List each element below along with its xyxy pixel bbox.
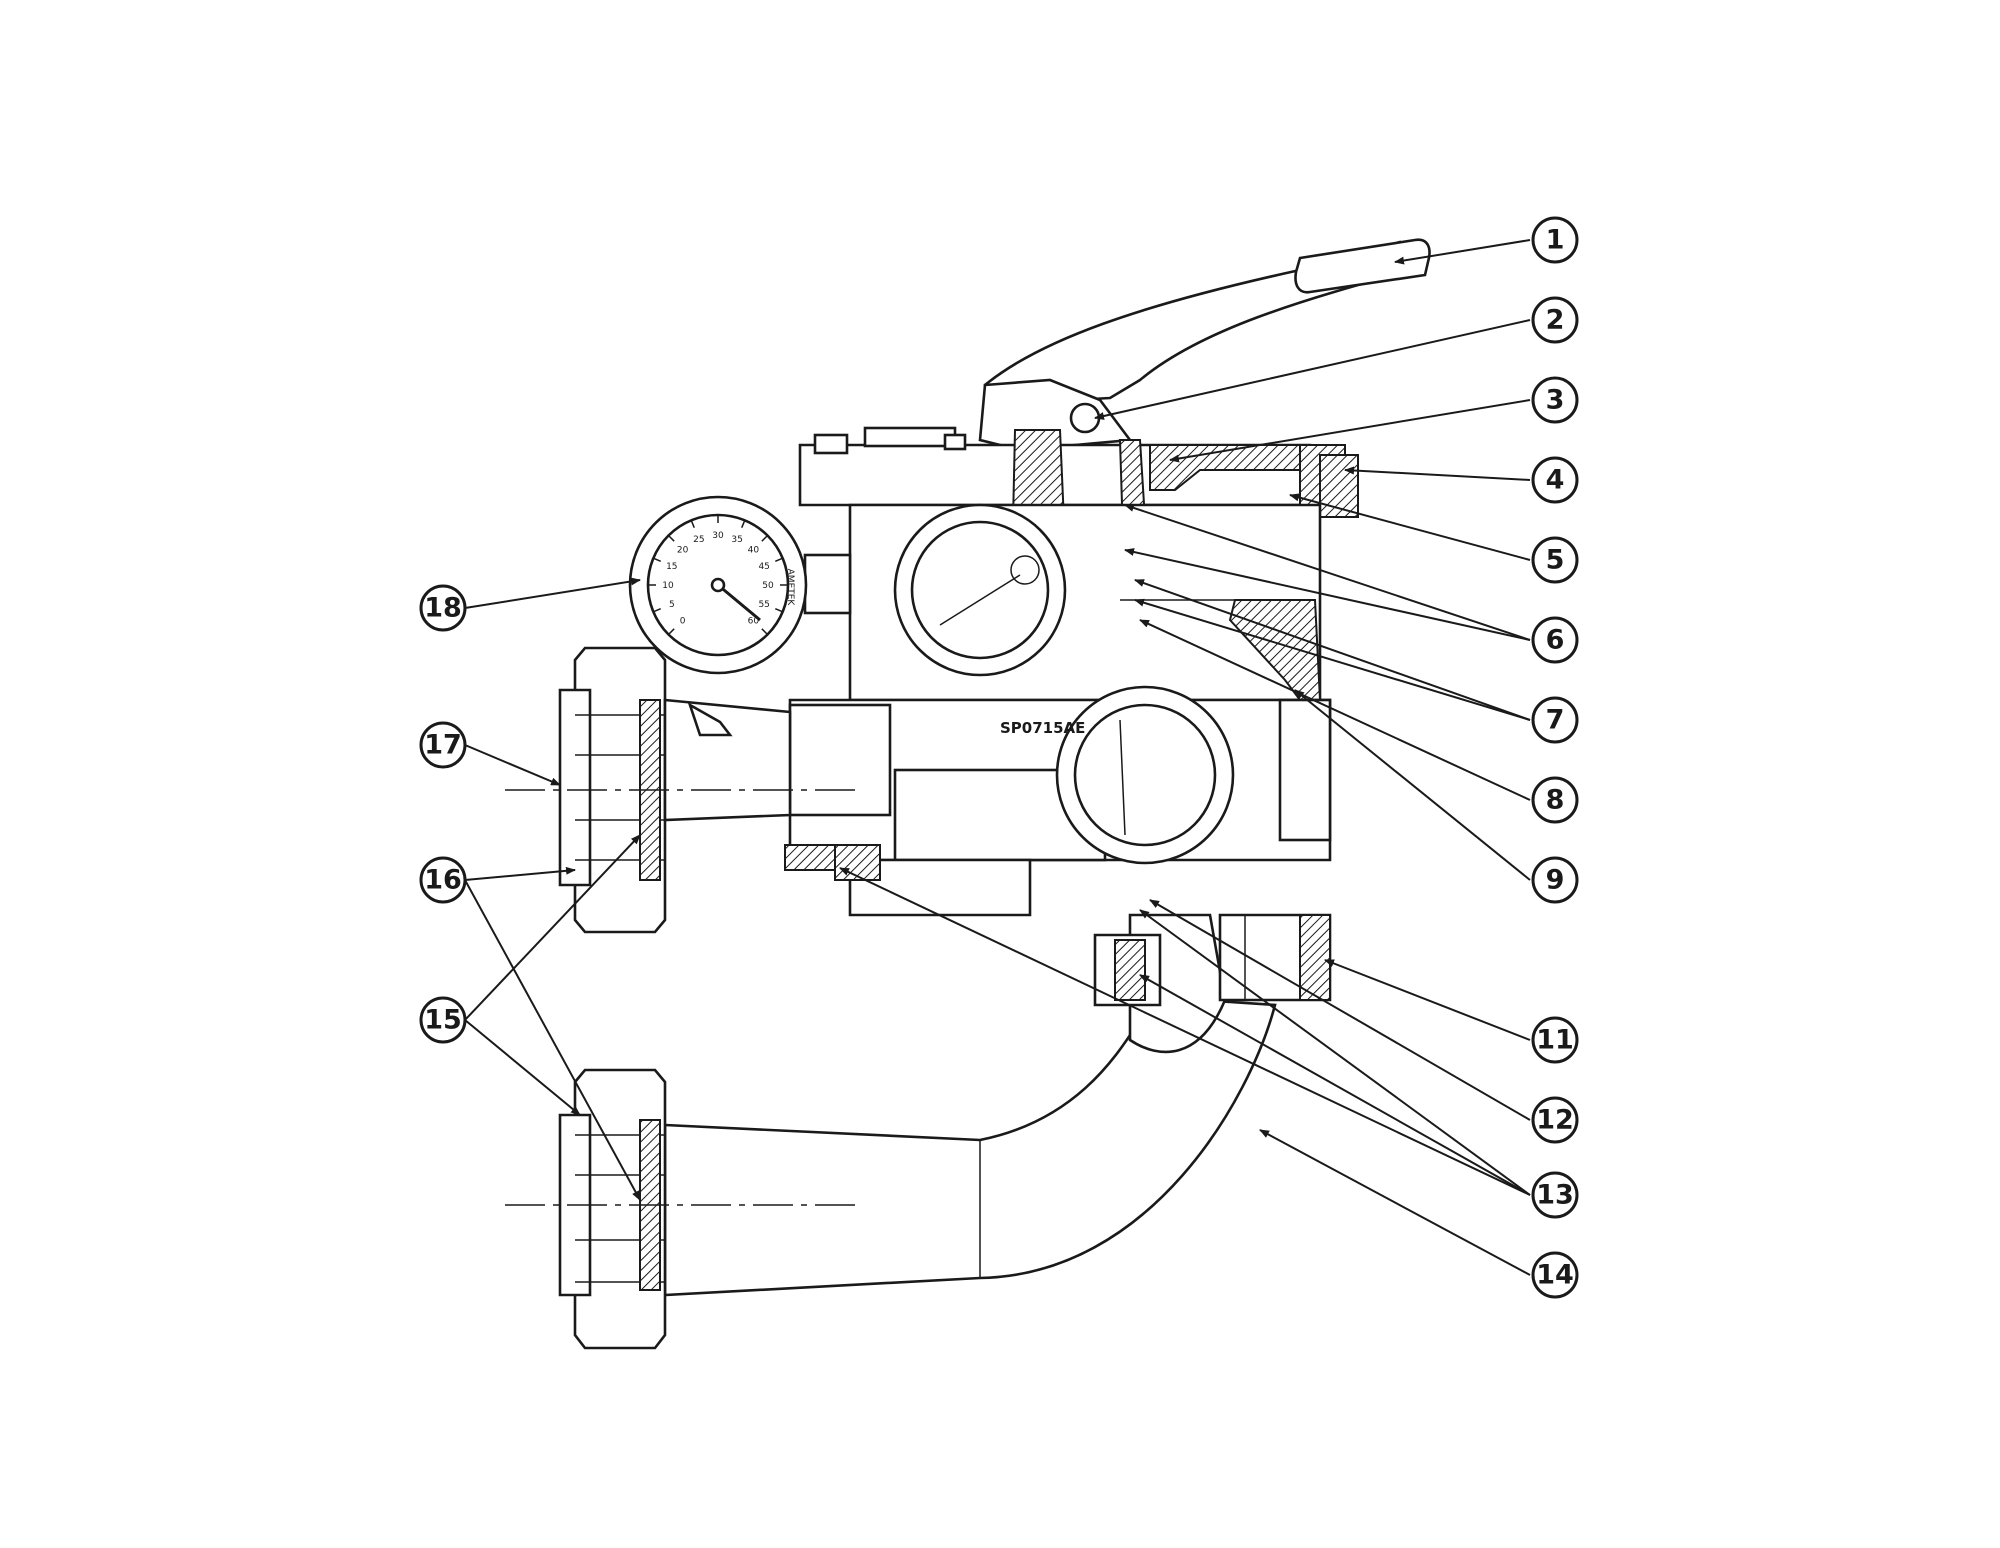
svg-text:2: 2	[1546, 305, 1565, 336]
svg-text:1: 1	[1546, 225, 1565, 256]
svg-text:7: 7	[1546, 705, 1565, 736]
gauge-tick-label: 35	[731, 535, 742, 545]
callout-5: 5	[1531, 536, 1579, 584]
elbow-pipe	[505, 913, 1332, 1350]
svg-text:11: 11	[1536, 1025, 1574, 1056]
svg-text:3: 3	[1546, 385, 1565, 416]
svg-text:8: 8	[1546, 785, 1565, 816]
gauge-tick-label: 55	[758, 600, 769, 610]
callout-12: 12	[1531, 1096, 1579, 1144]
gauge-tick	[667, 628, 675, 636]
callout-18: 18	[419, 584, 467, 632]
callout-17: 17	[419, 721, 467, 769]
callout-1: 1	[1531, 216, 1579, 264]
callout-8: 8	[1531, 776, 1579, 824]
gauge-tick	[761, 628, 769, 636]
gauge-tick	[741, 520, 746, 529]
upper-union	[505, 646, 860, 934]
gauge-tick-label: 45	[758, 562, 769, 572]
gauge-tick	[761, 534, 769, 542]
callout-6: 6	[1531, 616, 1579, 664]
svg-text:16: 16	[424, 865, 462, 896]
svg-text:5: 5	[1546, 545, 1565, 576]
svg-text:14: 14	[1536, 1260, 1574, 1291]
gauge-tick-label: 10	[662, 581, 674, 591]
callout-2: 2	[1531, 296, 1579, 344]
gauge-tick-label: 20	[677, 546, 689, 556]
gauge-tick	[690, 520, 695, 529]
gauge-tick-label: 15	[666, 562, 677, 572]
gauge-tick-label: 30	[712, 531, 724, 541]
callout-13: 13	[1531, 1171, 1579, 1219]
svg-text:9: 9	[1546, 865, 1565, 896]
valve-lower-body: SP0715AE	[784, 685, 1332, 917]
gauge-brand: AMETEK	[785, 569, 795, 607]
svg-text:12: 12	[1536, 1105, 1574, 1136]
callout-15: 15	[419, 996, 467, 1044]
gauge-tick-label: 40	[748, 546, 760, 556]
callout-11: 11	[1531, 1016, 1579, 1064]
gauge-tick-label: 60	[748, 616, 760, 626]
gauge-tick-label: 50	[762, 581, 774, 591]
gauge-tick	[653, 557, 662, 562]
svg-text:4: 4	[1546, 465, 1565, 496]
callout-3: 3	[1531, 376, 1579, 424]
svg-text:13: 13	[1536, 1180, 1574, 1211]
callout-7: 7	[1531, 696, 1579, 744]
gauge-tick	[774, 557, 783, 562]
svg-text:15: 15	[424, 1005, 462, 1036]
svg-text:18: 18	[424, 593, 462, 624]
gauge-tick	[774, 608, 783, 613]
gauge-tick-label: 5	[669, 600, 675, 610]
model-label: SP0715AE	[1000, 719, 1085, 737]
svg-text:17: 17	[424, 730, 462, 761]
callout-14: 14	[1531, 1251, 1579, 1299]
gauge-tick	[667, 534, 675, 542]
callout-4: 4	[1531, 456, 1579, 504]
callout-9: 9	[1531, 856, 1579, 904]
gauge-tick	[653, 608, 662, 613]
gauge-tick-label: 25	[693, 535, 704, 545]
handle	[978, 238, 1431, 452]
gauge-tick-label: 0	[680, 616, 686, 626]
leader-lines	[464, 239, 1531, 1276]
valve-body	[848, 503, 1322, 702]
svg-text:6: 6	[1546, 625, 1565, 656]
callout-16: 16	[419, 856, 467, 904]
